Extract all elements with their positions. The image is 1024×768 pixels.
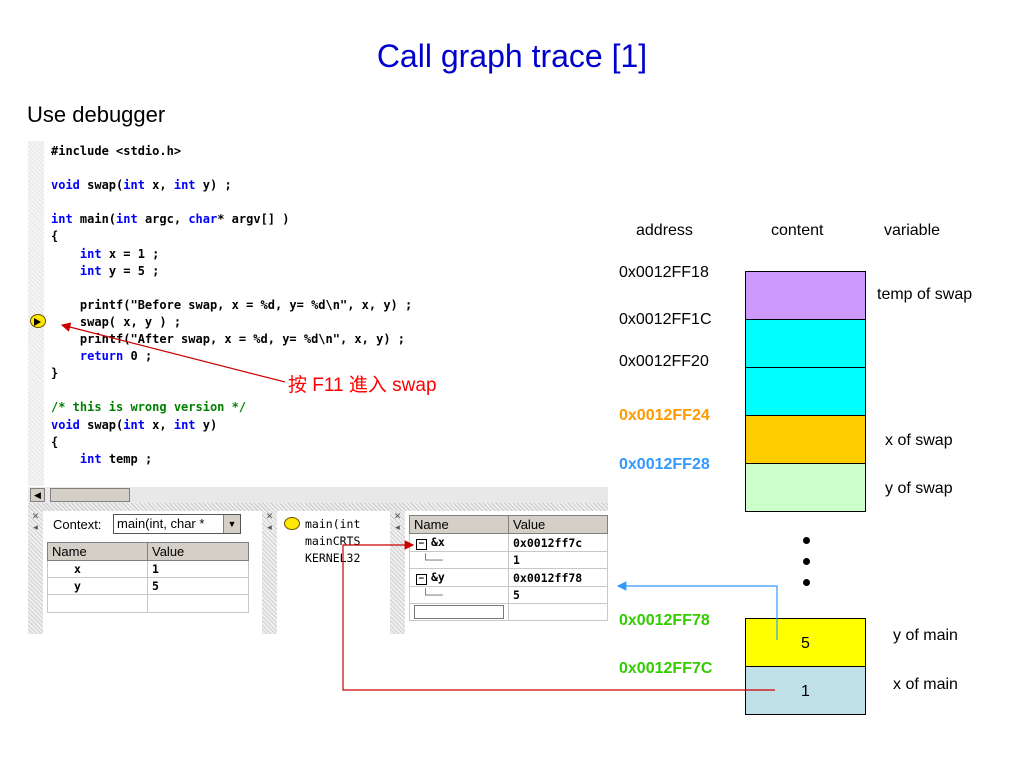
column-header-name[interactable]: Name bbox=[47, 542, 148, 561]
column-header-name[interactable]: Name bbox=[409, 515, 509, 534]
slide-subtitle: Use debugger bbox=[27, 102, 166, 127]
scroll-left-icon[interactable]: ◀ bbox=[30, 488, 45, 502]
locals-pane: ✕◂ Context: main(int, char * ▼ Name Valu… bbox=[28, 511, 262, 634]
watch-name: &y bbox=[431, 570, 445, 584]
watch-pane-gripper[interactable]: ✕◂ bbox=[390, 511, 405, 634]
ellipsis-dot bbox=[803, 537, 810, 544]
variable-label: y of main bbox=[893, 627, 958, 644]
context-dropdown[interactable]: main(int, char * ▼ bbox=[113, 514, 241, 534]
pane-splitter[interactable] bbox=[28, 503, 608, 511]
variable-label: x of main bbox=[893, 676, 958, 693]
callstack-item[interactable]: main(int bbox=[305, 517, 361, 531]
context-value: main(int, char * bbox=[117, 516, 205, 531]
callstack-pane-gripper[interactable]: ✕◂ bbox=[262, 511, 277, 634]
watch-name: &x bbox=[431, 535, 445, 549]
address-header: address bbox=[636, 222, 693, 239]
watch-pane: ✕◂ Name Value −&x 0x0012ff7c └── 1 −&y 0… bbox=[390, 511, 608, 634]
memory-cell bbox=[745, 367, 866, 416]
address-label: 0x0012FF78 bbox=[619, 612, 710, 629]
memory-cell bbox=[745, 271, 866, 320]
current-frame-arrow-icon bbox=[284, 517, 300, 530]
collapse-icon[interactable]: − bbox=[416, 539, 427, 550]
content-header: content bbox=[771, 222, 824, 239]
locals-table: Name Value x 1 y 5 bbox=[47, 542, 249, 613]
address-label: 0x0012FF28 bbox=[619, 456, 710, 473]
variable-label: y of swap bbox=[885, 480, 953, 497]
memory-cell bbox=[745, 463, 866, 512]
chevron-down-icon[interactable]: ▼ bbox=[223, 515, 240, 533]
new-watch-input[interactable] bbox=[414, 605, 504, 619]
table-row[interactable] bbox=[409, 603, 608, 621]
column-header-value[interactable]: Value bbox=[508, 515, 608, 534]
address-label: 0x0012FF7C bbox=[619, 660, 713, 677]
address-label: 0x0012FF20 bbox=[619, 353, 709, 370]
callstack-pane: ✕◂ main(int mainCRTS KERNEL32 bbox=[262, 511, 390, 634]
editor-gutter bbox=[28, 141, 44, 486]
memory-cell: 5 bbox=[745, 618, 866, 667]
current-line-arrow-icon bbox=[30, 314, 46, 328]
address-label: 0x0012FF18 bbox=[619, 264, 709, 281]
table-row[interactable]: −&x 0x0012ff7c bbox=[409, 533, 608, 552]
variable-label: temp of swap bbox=[877, 286, 973, 303]
source-code: #include <stdio.h> void swap(int x, int … bbox=[51, 144, 413, 466]
x-address-arrow bbox=[342, 540, 775, 691]
watch-table: Name Value −&x 0x0012ff7c └── 1 −&y 0x00… bbox=[409, 515, 608, 621]
address-label: 0x0012FF1C bbox=[619, 311, 712, 328]
table-row[interactable]: └── 5 bbox=[409, 586, 608, 604]
scrollbar-thumb[interactable] bbox=[50, 488, 130, 502]
y-address-arrow bbox=[616, 581, 778, 640]
callstack-item[interactable]: KERNEL32 bbox=[305, 551, 361, 565]
code-editor: #include <stdio.h> void swap(int x, int … bbox=[28, 141, 608, 486]
callstack-list: main(int mainCRTS KERNEL32 bbox=[305, 516, 360, 567]
memory-cell bbox=[745, 415, 866, 464]
editor-horizontal-scrollbar[interactable]: ◀ bbox=[28, 486, 608, 504]
variable-header: variable bbox=[884, 222, 941, 239]
memory-cell bbox=[745, 319, 866, 368]
collapse-icon[interactable]: − bbox=[416, 574, 427, 585]
annotation-arrow bbox=[60, 322, 286, 383]
ellipsis-dot bbox=[803, 558, 810, 565]
ellipsis-dot bbox=[803, 579, 810, 586]
f11-annotation: 按 F11 進入 swap bbox=[288, 375, 437, 396]
watch-value: 0x0012ff7c bbox=[508, 533, 608, 552]
variable-label: x of swap bbox=[885, 432, 953, 449]
address-label: 0x0012FF24 bbox=[619, 407, 710, 424]
context-label: Context: bbox=[53, 517, 102, 532]
locals-pane-gripper[interactable]: ✕◂ bbox=[28, 511, 43, 634]
slide-title: Call graph trace [1] bbox=[376, 38, 648, 74]
